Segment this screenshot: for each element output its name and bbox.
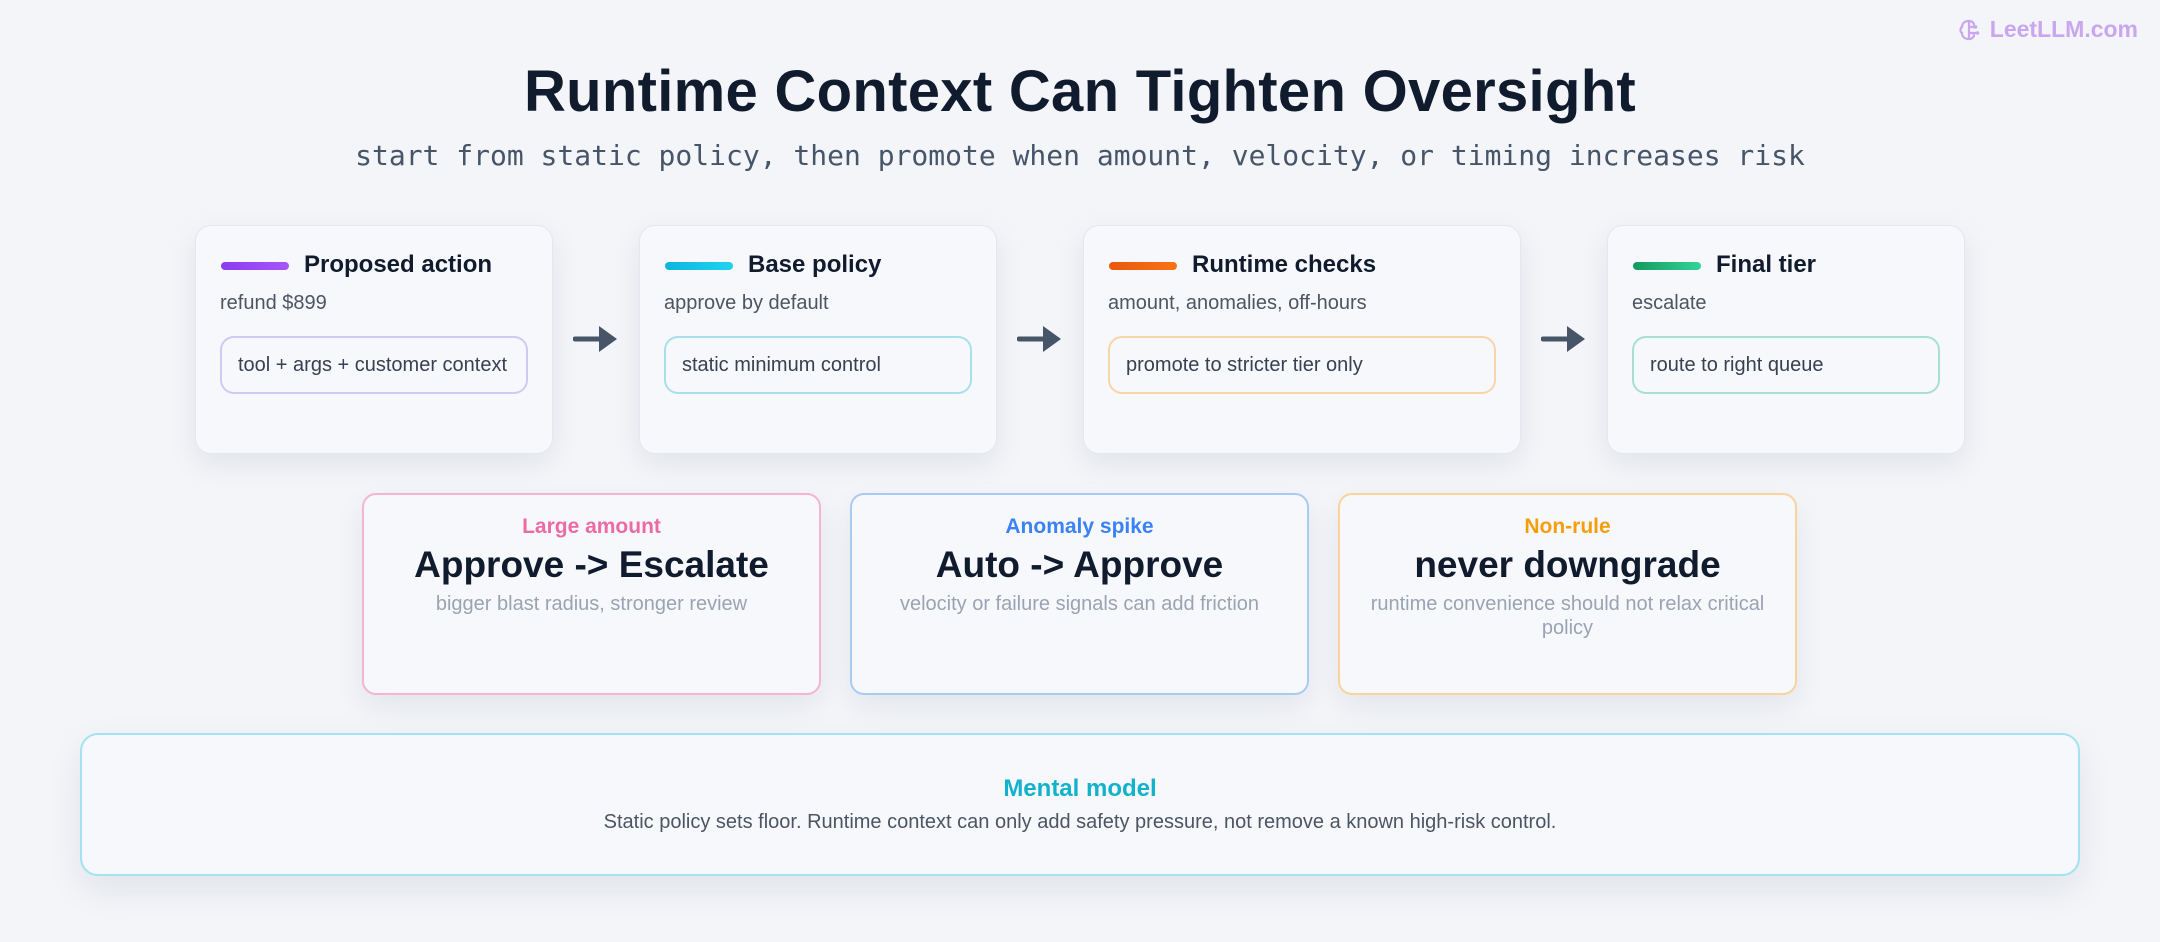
- rule-headline: never downgrade: [1414, 544, 1721, 585]
- rule-label: Anomaly spike: [1005, 515, 1154, 538]
- stage-subtitle: amount, anomalies, off-hours: [1108, 292, 1367, 314]
- accent-bar: [665, 262, 733, 270]
- stage-card-base-policy: Base policy approve by default static mi…: [639, 225, 997, 454]
- stage-detail-box: tool + args + customer context: [220, 336, 528, 394]
- brand-logo[interactable]: LeetLLM.com: [1956, 16, 2138, 43]
- rule-label: Non-rule: [1524, 515, 1611, 538]
- rule-description: velocity or failure signals can add fric…: [899, 593, 1260, 615]
- stage-card-final-tier: Final tier escalate route to right queue: [1607, 225, 1965, 454]
- accent-bar: [1633, 262, 1701, 270]
- accent-bar: [1109, 262, 1177, 270]
- rule-description: runtime convenience should not relax cri…: [1370, 593, 1765, 639]
- stage-subtitle: approve by default: [664, 292, 829, 314]
- arrow-right-icon: [1541, 326, 1585, 352]
- rule-card-anomaly-spike: Anomaly spike Auto -> Approve velocity o…: [850, 493, 1309, 695]
- stage-subtitle: refund $899: [220, 292, 327, 314]
- mental-model-text: Static policy sets floor. Runtime contex…: [603, 811, 1557, 833]
- rule-headline: Approve -> Escalate: [414, 544, 769, 585]
- arrow-right-icon: [573, 326, 617, 352]
- rule-headline: Auto -> Approve: [935, 544, 1224, 585]
- rule-card-non-rule: Non-rule never downgrade runtime conveni…: [1338, 493, 1797, 695]
- mental-model-title: Mental model: [1003, 775, 1157, 802]
- page-title: Runtime Context Can Tighten Oversight: [523, 59, 1637, 124]
- rule-label: Large amount: [522, 515, 661, 538]
- arrow-right-icon: [1017, 326, 1061, 352]
- page-subtitle: start from static policy, then promote w…: [355, 139, 1805, 172]
- stage-card-runtime-checks: Runtime checks amount, anomalies, off-ho…: [1083, 225, 1521, 454]
- stage-detail-box: promote to stricter tier only: [1108, 336, 1496, 394]
- accent-bar: [221, 262, 289, 270]
- rule-card-large-amount: Large amount Approve -> Escalate bigger …: [362, 493, 821, 695]
- brain-icon: [1959, 19, 1980, 40]
- stage-detail-box: route to right queue: [1632, 336, 1940, 394]
- stage-title: Runtime checks: [1192, 251, 1377, 278]
- brand-name: LeetLLM.com: [1989, 16, 2138, 42]
- stage-title: Proposed action: [304, 251, 493, 278]
- mental-model-panel: Mental model Static policy sets floor. R…: [80, 733, 2080, 876]
- stage-detail-box: static minimum control: [664, 336, 972, 394]
- stage-title: Base policy: [748, 251, 882, 278]
- stage-card-proposed-action: Proposed action refund $899 tool + args …: [195, 225, 553, 454]
- stage-subtitle: escalate: [1632, 292, 1707, 314]
- rule-description: bigger blast radius, stronger review: [435, 593, 748, 615]
- stage-title: Final tier: [1716, 251, 1817, 278]
